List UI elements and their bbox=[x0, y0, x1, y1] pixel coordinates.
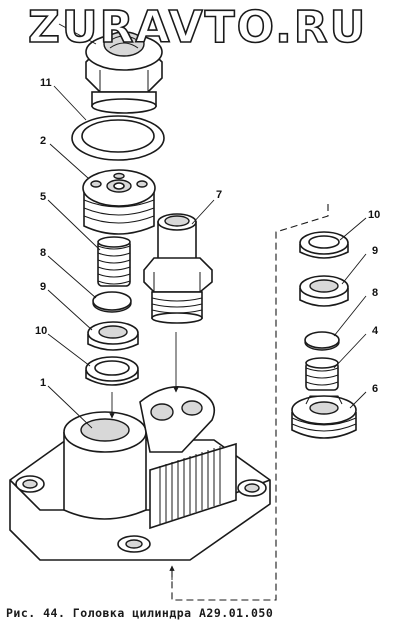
callout-10-right: 10 bbox=[368, 209, 380, 221]
callout-11: 11 bbox=[40, 77, 52, 89]
part-8-disc bbox=[92, 291, 132, 313]
callout-9: 9 bbox=[40, 281, 46, 293]
callout-7: 7 bbox=[216, 189, 222, 201]
part-5-spring bbox=[97, 236, 131, 287]
part-2-valve-seat bbox=[82, 169, 156, 235]
callout-3: 3 bbox=[45, 15, 51, 27]
callout-9-right: 9 bbox=[372, 245, 378, 257]
callout-10: 10 bbox=[35, 325, 47, 337]
callout-2: 2 bbox=[40, 135, 46, 147]
part-10-ring-right bbox=[299, 231, 349, 259]
callout-5: 5 bbox=[40, 191, 46, 203]
part-1-cylinder-head bbox=[9, 386, 271, 561]
part-9-cup-right bbox=[299, 275, 349, 307]
watermark-text: ZURAVTO.RU bbox=[27, 1, 368, 54]
callout-6: 6 bbox=[372, 383, 378, 395]
part-4-spring bbox=[305, 357, 339, 391]
callout-8-right: 8 bbox=[372, 287, 378, 299]
part-7-fitting bbox=[143, 213, 213, 324]
part-6-plug bbox=[291, 395, 357, 439]
part-11-washer bbox=[71, 115, 165, 161]
part-3-hex-nut bbox=[85, 31, 163, 114]
callout-4: 4 bbox=[372, 325, 379, 337]
part-8-disc-right bbox=[304, 331, 340, 351]
callout-1: 1 bbox=[40, 377, 46, 389]
part-10-ring bbox=[85, 356, 139, 386]
part-9-cup bbox=[87, 321, 139, 351]
leader-lines bbox=[47, 23, 367, 429]
assembly-path bbox=[109, 204, 329, 601]
figure-caption: Рис. 44. Головка цилиндра А29.01.050 bbox=[6, 606, 274, 620]
callout-8: 8 bbox=[40, 247, 46, 259]
callout-labels: 3 11 2 5 8 9 10 1 7 10 9 8 4 6 bbox=[35, 15, 380, 395]
